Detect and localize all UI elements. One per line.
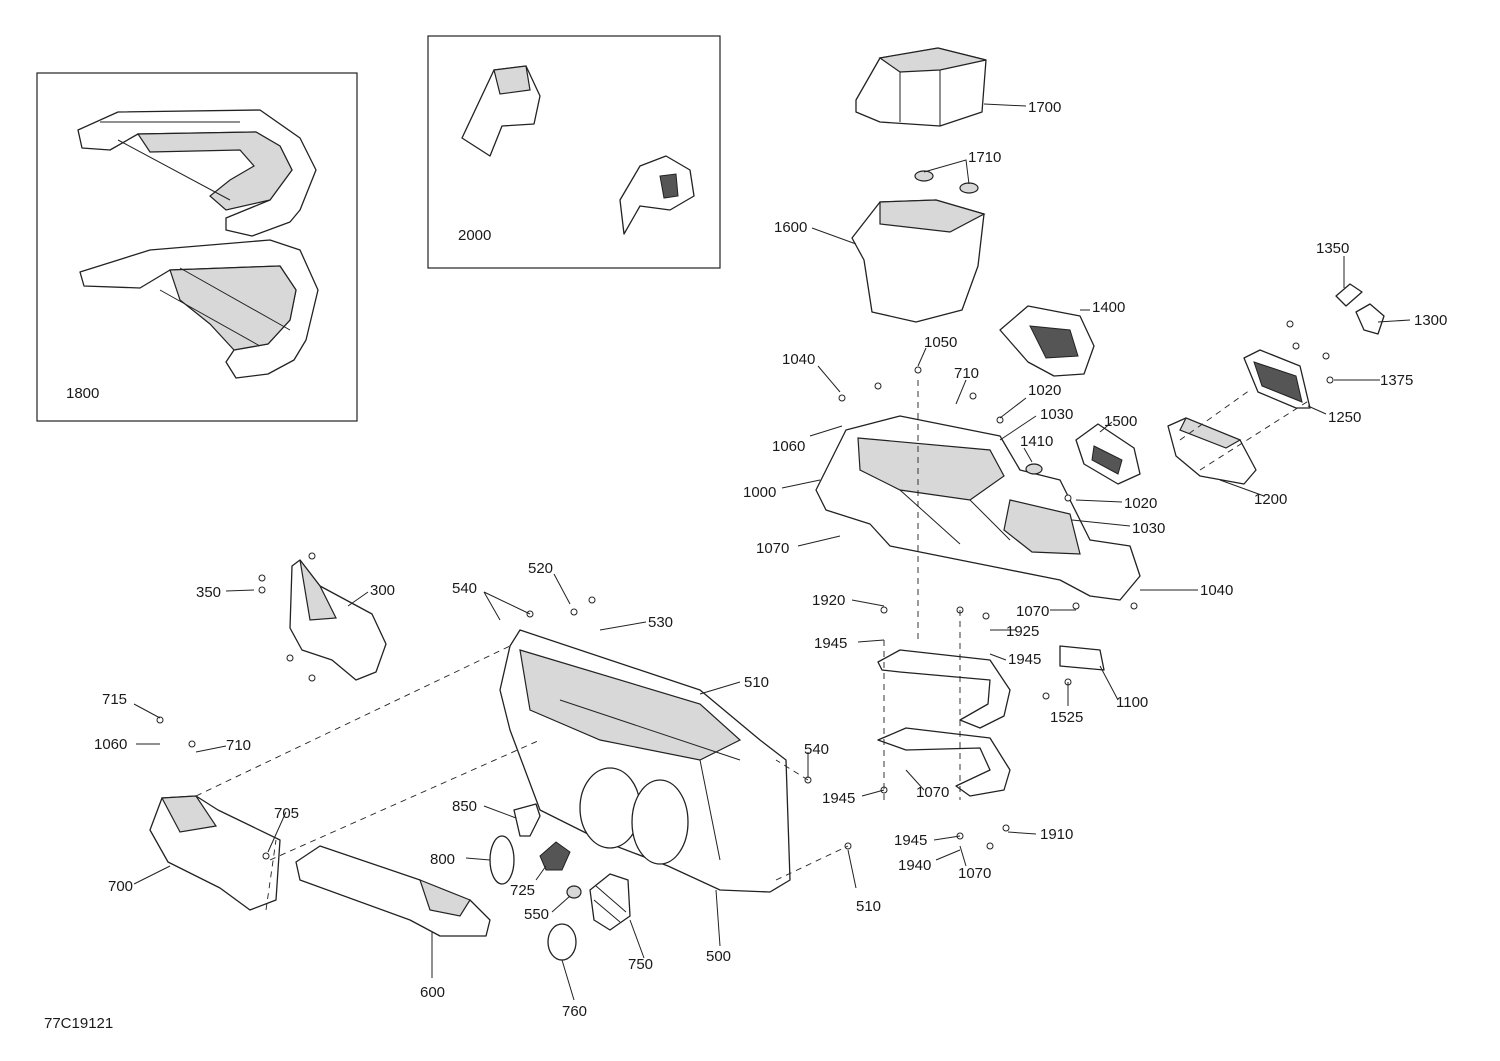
leader-lines — [133, 103, 1411, 1001]
callout-510-bottom: 510 — [856, 898, 881, 915]
callout-1800: 1800 — [66, 385, 99, 402]
callout-1920: 1920 — [812, 592, 845, 609]
boot-850 — [513, 803, 541, 837]
inset-frame-2000 — [427, 35, 721, 269]
callout-530: 530 — [648, 614, 673, 631]
callout-1040-top: 1040 — [782, 351, 815, 368]
ring-550 — [566, 885, 582, 899]
main-frame-1000 — [815, 415, 1141, 601]
diagram-code: 77C19121 — [44, 1015, 113, 1032]
callout-1350: 1350 — [1316, 240, 1349, 257]
callout-300: 300 — [370, 582, 395, 599]
callout-1945-c: 1945 — [822, 790, 855, 807]
clamp-760 — [547, 923, 577, 961]
callout-600: 600 — [420, 984, 445, 1001]
frame-lower-part — [79, 239, 319, 379]
callout-705: 705 — [274, 805, 299, 822]
callout-1070-bottom: 1070 — [958, 865, 991, 882]
callout-1060-top: 1060 — [772, 438, 805, 455]
callout-1030-top: 1030 — [1040, 406, 1073, 423]
callout-1070-mid: 1070 — [916, 784, 949, 801]
cover-1700 — [855, 47, 987, 127]
callout-750: 750 — [628, 956, 653, 973]
callout-710-left: 710 — [226, 737, 251, 754]
callout-760: 760 — [562, 1003, 587, 1020]
callout-1060-left: 1060 — [94, 736, 127, 753]
inset-frame-1800 — [36, 72, 358, 422]
callout-1200: 1200 — [1254, 491, 1287, 508]
callout-800: 800 — [430, 851, 455, 868]
callout-1050: 1050 — [924, 334, 957, 351]
callout-1030-mid: 1030 — [1132, 520, 1165, 537]
cover-600 — [295, 845, 491, 937]
callout-715: 715 — [102, 691, 127, 708]
callout-1100: 1100 — [1116, 694, 1148, 711]
callout-540-right: 540 — [804, 741, 829, 758]
bracket-300 — [289, 559, 387, 681]
callout-1375: 1375 — [1380, 372, 1413, 389]
callout-1500: 1500 — [1104, 413, 1137, 430]
callout-1020-top: 1020 — [1028, 382, 1061, 399]
callout-2000: 2000 — [458, 227, 491, 244]
latch-1500 — [1075, 423, 1141, 485]
callout-1710: 1710 — [968, 149, 1001, 166]
grommet-1410 — [1025, 463, 1043, 475]
frame-upper-part — [77, 109, 317, 237]
callout-350: 350 — [196, 584, 221, 601]
filter-725 — [539, 841, 571, 871]
callout-700: 700 — [108, 878, 133, 895]
frame-lower-1945 — [877, 727, 1011, 797]
callout-1400: 1400 — [1092, 299, 1125, 316]
ring-800 — [489, 835, 515, 885]
callout-1945-b: 1945 — [1008, 651, 1041, 668]
callout-1940: 1940 — [898, 857, 931, 874]
callout-1945-a: 1945 — [814, 635, 847, 652]
callout-1250: 1250 — [1328, 409, 1361, 426]
callout-1945-d: 1945 — [894, 832, 927, 849]
bracket-1350 — [1335, 283, 1363, 307]
panel-500 — [499, 629, 791, 893]
callout-1070-right: 1070 — [1016, 603, 1049, 620]
callout-1925: 1925 — [1006, 623, 1039, 640]
callout-550: 550 — [524, 906, 549, 923]
handle-1400 — [999, 305, 1095, 377]
callout-725: 725 — [510, 882, 535, 899]
cover-700 — [149, 795, 281, 911]
bracket-1100 — [1059, 645, 1105, 671]
bracket-1300 — [1355, 303, 1385, 335]
callout-540-top: 540 — [452, 580, 477, 597]
callout-500: 500 — [706, 948, 731, 965]
callout-1700: 1700 — [1028, 99, 1061, 116]
panel-1250 — [1243, 349, 1311, 409]
callout-510-top: 510 — [744, 674, 769, 691]
callout-520: 520 — [528, 560, 553, 577]
storage-bin-1600 — [851, 199, 986, 323]
cover-1200 — [1167, 417, 1257, 485]
callout-1525: 1525 — [1050, 709, 1083, 726]
bracket-upper — [461, 65, 541, 157]
callout-1600: 1600 — [774, 219, 807, 236]
callout-850: 850 — [452, 798, 477, 815]
bracket-lower — [619, 155, 695, 235]
grommets-1710 — [914, 170, 979, 194]
boot-750 — [589, 873, 631, 931]
callout-1020-mid: 1020 — [1124, 495, 1157, 512]
callout-1410: 1410 — [1020, 433, 1053, 450]
callout-1070-top: 1070 — [756, 540, 789, 557]
alignment-lines — [195, 380, 1311, 911]
callout-1910: 1910 — [1040, 826, 1073, 843]
callout-1040-right: 1040 — [1200, 582, 1233, 599]
frame-upper-1945 — [877, 649, 1011, 729]
callout-1000: 1000 — [743, 484, 776, 501]
callout-1300: 1300 — [1414, 312, 1447, 329]
callout-710-top: 710 — [954, 365, 979, 382]
